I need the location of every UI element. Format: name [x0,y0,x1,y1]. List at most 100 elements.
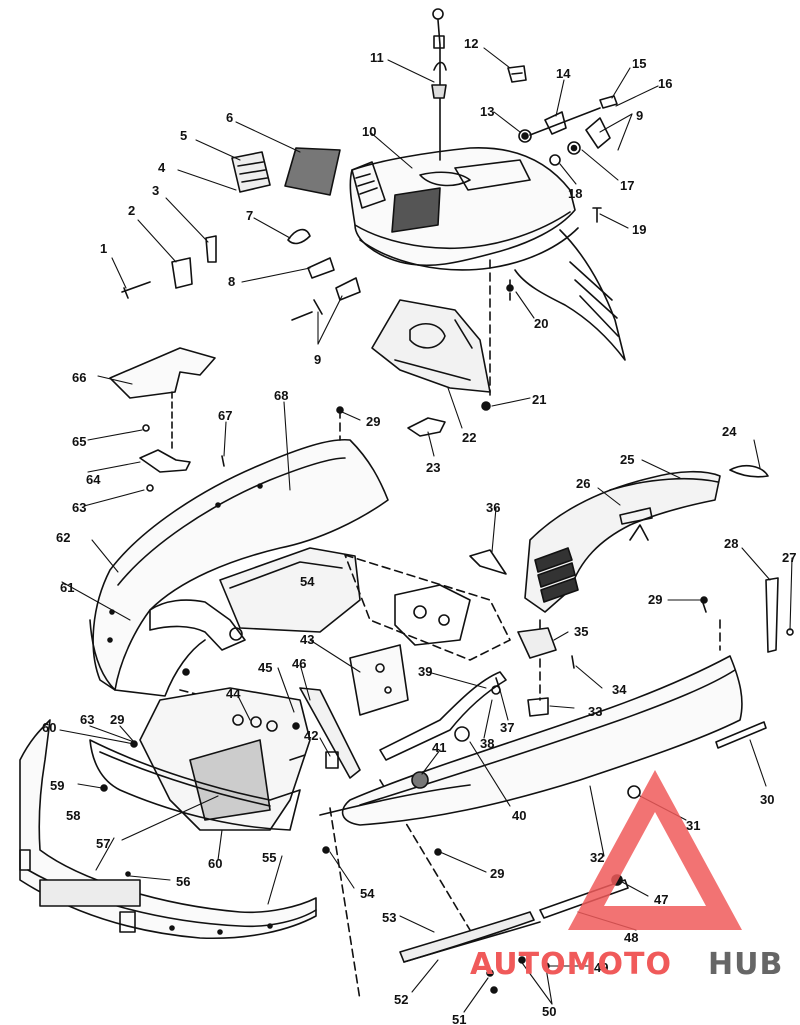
callout-62: 62 [56,530,70,545]
callout-51: 51 [452,1012,466,1025]
part-23-bracket [407,417,446,437]
callout-60-bottom: 60 [208,856,222,871]
part-19-screw [592,207,602,223]
callout-19: 19 [632,222,646,237]
callout-12: 12 [464,36,478,51]
callout-31: 31 [686,818,700,833]
callout-23: 23 [426,460,440,475]
callout-43: 43 [300,632,314,647]
callout-35: 35 [574,624,588,639]
callout-54-center: 54 [300,574,315,589]
callout-9-left: 9 [314,352,321,367]
callout-26: 26 [576,476,590,491]
callout-33: 33 [588,704,602,719]
watermark-brand-red: AUTOMOTO [470,947,672,982]
callout-58: 58 [66,808,80,823]
triangle-logo-icon [568,770,742,930]
callout-57: 57 [96,836,110,851]
hood-assembly [349,147,626,361]
engine-block-outline [394,584,471,646]
side-panel-25-26 [524,470,721,613]
callout-5: 5 [180,128,187,143]
callout-28: 28 [724,536,738,551]
front-pan-57 [89,739,301,831]
callout-14: 14 [556,66,571,81]
callout-64: 64 [86,472,101,487]
callout-20: 20 [534,316,548,331]
callout-24: 24 [722,424,737,439]
callout-2: 2 [128,203,135,218]
watermark-logo: AUTOMOTO HUB [470,770,783,982]
callout-37: 37 [500,720,514,735]
parts-63-67 [109,347,225,492]
part-36-strip [469,549,507,575]
callout-18: 18 [568,186,582,201]
callout-21: 21 [532,392,546,407]
callout-7: 7 [246,208,253,223]
callout-68: 68 [274,388,288,403]
callout-63-top: 63 [72,500,86,515]
callout-29-top: 29 [366,414,380,429]
callout-56: 56 [176,874,190,889]
callout-16: 16 [658,76,672,91]
part-22-console [371,299,491,393]
nose-cone-44 [139,687,311,831]
part-24-clip [729,464,769,478]
callout-49: 49 [594,960,608,975]
callout-41: 41 [432,740,446,755]
callout-8: 8 [228,274,235,289]
callout-22: 22 [462,430,476,445]
callout-27: 27 [782,550,796,565]
callout-67: 67 [218,408,232,423]
callout-52: 52 [394,992,408,1007]
callout-55: 55 [262,850,276,865]
callout-32: 32 [590,850,604,865]
callout-61: 61 [60,580,74,595]
parts-33-40 [379,627,575,761]
callout-40: 40 [512,808,526,823]
callout-44: 44 [226,686,241,701]
parts-13-14 [518,107,601,143]
callout-63-bottom: 63 [80,712,94,727]
hardware-screws [100,284,708,994]
callout-13: 13 [480,104,494,119]
watermark-brand-gray: HUB [708,947,783,982]
callout-66: 66 [72,370,86,385]
callout-29-right: 29 [648,592,662,607]
callout-46: 46 [292,656,306,671]
callout-25: 25 [620,452,634,467]
callout-53: 53 [382,910,396,925]
leader-lines [59,47,793,1013]
callout-42: 42 [304,728,318,743]
callout-50: 50 [542,1004,556,1019]
callout-36: 36 [486,500,500,515]
parts-41-46 [299,644,429,789]
callout-54-bottom: 54 [360,886,375,901]
callout-47: 47 [654,892,668,907]
part-12-clip [507,65,527,83]
callout-45: 45 [258,660,272,675]
callout-59: 59 [50,778,64,793]
bumper-55 [19,719,317,940]
callout-6: 6 [226,110,233,125]
callout-1: 1 [100,241,107,256]
callout-3: 3 [152,183,159,198]
callout-30: 30 [760,792,774,807]
callout-10: 10 [362,124,376,139]
callout-4: 4 [158,160,166,175]
callout-29-left: 29 [110,712,124,727]
parts-15-18 [549,95,618,166]
callout-38: 38 [480,736,494,751]
parts-1-8 [121,147,361,321]
callout-48: 48 [624,930,638,945]
callout-11: 11 [370,50,384,65]
callout-15: 15 [632,56,646,71]
callout-labels: 1 2 3 4 5 6 7 8 9 9 10 11 12 13 14 15 16… [42,36,796,1025]
callout-65: 65 [72,434,86,449]
callout-60-left: 60 [42,720,56,735]
callout-29-bottom: 29 [490,866,504,881]
inner-panel-54 [149,547,361,651]
callout-39: 39 [418,664,432,679]
callout-34: 34 [612,682,627,697]
